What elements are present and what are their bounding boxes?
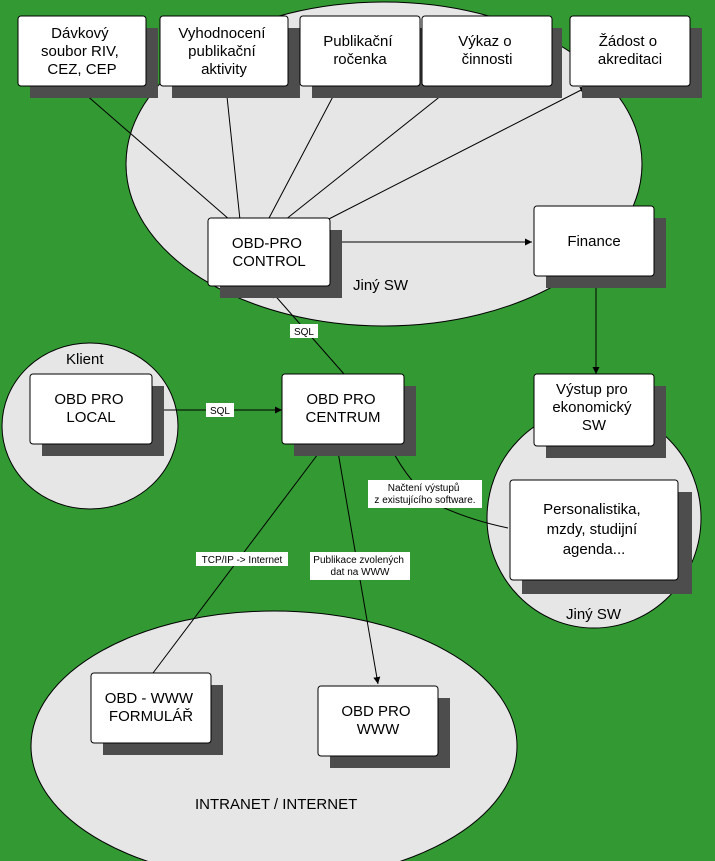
tag-publikace-bg: [310, 552, 410, 580]
tag-tcpip-text: TCP/IP -> Internet: [202, 555, 283, 566]
box-control-line1: OBD-PRO: [232, 235, 302, 252]
box-personalistika: Personalistika, mzdy, studijní agenda...: [509, 479, 692, 594]
box-vystup-line2: ekonomický: [552, 399, 632, 416]
box-centrum-line2: CENTRUM: [306, 409, 381, 426]
box-vykaz-line1: Výkaz o: [458, 33, 511, 50]
box-vystup-line3: SW: [582, 417, 607, 434]
tag-nacteni-line2: z existujícího software.: [374, 495, 475, 506]
tag-nacteni: Načtení výstupů z existujícího software.: [368, 480, 482, 508]
box-centrum: OBD PRO CENTRUM: [281, 373, 416, 456]
box-vystup-body: [533, 373, 655, 447]
box-www-form-line1: OBD - WWW: [105, 690, 194, 707]
internet-region-label: INTRANET / INTERNET: [195, 796, 357, 813]
box-vyhodnoceni-body: [159, 15, 289, 87]
box-control-body: [207, 217, 331, 287]
box-rocenka-line1: Publikační: [323, 33, 393, 50]
box-rocenka-line2: ročenka: [333, 51, 387, 68]
box-www-body: [317, 685, 439, 757]
svg-text:OBD PRO CENTRUM: OBD PRO CENTRUM: [306, 391, 381, 426]
svg-text:Výkaz o činnosti: Výkaz o činnosti: [458, 33, 516, 68]
svg-text:Finance: Finance: [567, 233, 620, 250]
tag-sql-control-text: SQL: [294, 327, 314, 338]
box-control: OBD-PRO CONTROL: [207, 217, 342, 298]
box-local-body: [29, 373, 153, 445]
line-control-zadost: [322, 86, 588, 223]
svg-text:Výstup pro ekonomický: Výstup pro ekonomický SW: [552, 381, 635, 434]
box-zadost-body: [569, 15, 691, 87]
box-centrum-body: [281, 373, 405, 445]
box-zadost-line2: akreditaci: [598, 51, 662, 68]
svg-text:OBD - WWW FORMULÁŘ: OBD - WWW FORMULÁŘ: [105, 690, 197, 725]
svg-text:Dávkový soubor RIV,: Dávkový soubor RIV, CEZ, CEP: [41, 25, 123, 78]
tag-sql-local: SQL: [206, 403, 234, 417]
tag-sql-control: SQL: [290, 324, 318, 338]
svg-text:Publikace zvolených dat: Publikace zvolených dat na WWW: [313, 555, 406, 578]
box-www: OBD PRO WWW: [317, 685, 450, 768]
box-www-line1: OBD PRO: [341, 703, 410, 720]
svg-text:Personalistika, mzdy, st: Personalistika, mzdy, studijní agenda...: [543, 501, 645, 558]
box-rocenka: Publikační ročenka: [299, 15, 440, 98]
personnel-region-label: Jiný SW: [566, 606, 622, 623]
box-vyhodnoceni: Vyhodnocení publikační aktivity: [159, 15, 300, 98]
line-control-vyhodnoceni: [223, 86, 241, 221]
tag-sql-local-bg: [206, 403, 234, 417]
box-vykaz-line2: činnosti: [462, 51, 513, 68]
svg-text:Žádost o akreditaci: Žádost o akreditaci: [598, 33, 662, 68]
box-finance-body: [533, 205, 655, 277]
box-www-form-body: [90, 672, 212, 744]
box-finance-line1: Finance: [567, 233, 620, 250]
box-davkovy-line2: soubor RIV,: [41, 43, 119, 60]
box-local-line2: LOCAL: [66, 409, 115, 426]
box-rocenka-body: [299, 15, 421, 87]
box-vystup-line1: Výstup pro: [556, 381, 628, 398]
box-personalistika-line2: mzdy, studijní: [547, 521, 638, 538]
box-centrum-line1: OBD PRO: [306, 391, 375, 408]
box-vyhodnoceni-line2: publikační: [188, 43, 256, 60]
tag-publikace-line2: dat na WWW: [331, 567, 390, 578]
tag-nacteni-line1: Načtení výstupů: [388, 482, 460, 494]
svg-text:OBD-PRO CONTROL: OBD-PRO CONTROL: [232, 235, 306, 270]
box-zadost: Žádost o akreditaci: [569, 15, 702, 98]
box-davkovy: Dávkový soubor RIV, CEZ, CEP: [17, 15, 158, 98]
tag-tcpip-bg: [196, 552, 288, 566]
svg-text:OBD PRO LOCAL: OBD PRO LOCAL: [54, 391, 127, 426]
box-vyhodnoceni-line1: Vyhodnocení: [178, 25, 266, 42]
client-region-label: Klient: [66, 351, 104, 368]
tag-publikace: Publikace zvolených dat na WWW: [310, 552, 410, 580]
line-control-rocenka: [267, 86, 339, 221]
tag-sql-local-text: SQL: [210, 406, 230, 417]
box-local-line1: OBD PRO: [54, 391, 123, 408]
control-region-label: Jiný SW: [353, 277, 409, 294]
box-vyhodnoceni-line3: aktivity: [201, 61, 247, 78]
svg-text:OBD PRO WWW: OBD PRO WWW: [341, 703, 414, 738]
line-control-davkovy: [76, 86, 231, 221]
tag-tcpip: TCP/IP -> Internet: [196, 552, 288, 566]
box-vystup: Výstup pro ekonomický SW: [533, 373, 666, 458]
box-personalistika-line3: agenda...: [563, 541, 626, 558]
box-local: OBD PRO LOCAL: [29, 373, 164, 456]
box-davkovy-body: [17, 15, 147, 87]
box-zadost-line1: Žádost o: [599, 33, 657, 50]
svg-text:Vyhodnocení publikační: Vyhodnocení publikační aktivity: [178, 25, 269, 78]
tag-publikace-line1: Publikace zvolených: [313, 555, 404, 566]
box-vykaz-body: [421, 15, 553, 87]
box-www-line2: WWW: [357, 721, 400, 738]
box-personalistika-body: [509, 479, 679, 581]
box-www-form: OBD - WWW FORMULÁŘ: [90, 672, 223, 755]
svg-text:Načtení výstupů z existu: Načtení výstupů z existujícího software.: [374, 482, 475, 506]
box-www-form-line2: FORMULÁŘ: [109, 708, 193, 725]
box-vykaz: Výkaz o činnosti: [421, 15, 562, 98]
box-davkovy-line3: CEZ, CEP: [47, 61, 116, 78]
line-control-vykaz: [284, 86, 453, 221]
svg-text:Publikační ročenka: Publikační ročenka: [323, 33, 396, 68]
box-finance: Finance: [533, 205, 666, 288]
box-davkovy-line1: Dávkový: [51, 25, 109, 42]
box-control-line2: CONTROL: [232, 253, 305, 270]
box-personalistika-line1: Personalistika,: [543, 501, 641, 518]
tag-sql-control-bg: [290, 324, 318, 338]
tag-nacteni-bg: [368, 480, 482, 508]
